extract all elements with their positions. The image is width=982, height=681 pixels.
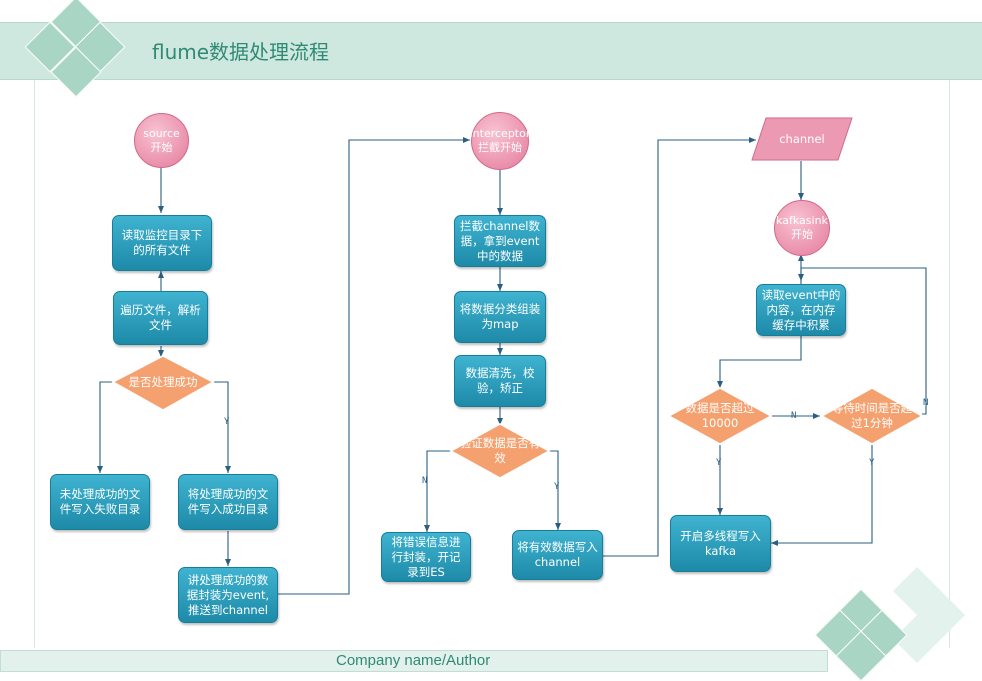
header-band (0, 22, 982, 80)
connector (278, 137, 470, 595)
footer-band (0, 650, 828, 672)
traverse-files-node: 遍历文件，解析文件 (113, 291, 208, 345)
read-event-node: 读取event中的内容，在内存缓存中积累 (756, 284, 846, 336)
page-title: flume数据处理流程 (152, 40, 330, 64)
connector (549, 450, 561, 530)
decision-shape (667, 387, 773, 445)
kafka-write-node: 开启多线程写入kafka (670, 515, 771, 572)
encapsulate-event-node: 讲处理成功的数据封装为event,推送到channel (178, 567, 278, 623)
content-frame (34, 80, 950, 648)
edge-label-yes: Y (869, 458, 875, 468)
count-decision-label: 数据是否超过10000 (685, 401, 755, 430)
intercept-channel-node: 拦截channel数据，拿到event中的数据 (454, 215, 546, 267)
valid-decision-label: 验证数据是否有效 (459, 436, 541, 465)
valid-to-channel-node: 将有效数据写入channel (512, 530, 603, 580)
connector (771, 445, 873, 546)
success-decision-label: 是否处理成功 (128, 374, 198, 389)
source-start-node: source开始 (134, 113, 189, 168)
decision-shape (820, 387, 924, 445)
interceptor-start-node: interceptor拦截开始 (470, 112, 530, 170)
edge-label-yes: Y (224, 417, 230, 427)
success-directory-node: 将处理成功的文件写入成功目录 (178, 474, 278, 530)
edge-label-no: N (791, 411, 797, 421)
time-decision-label: 等待时间是否超过1分钟 (831, 401, 913, 430)
edge-label-no: N (422, 476, 428, 486)
footer-author: Company name/Author (336, 652, 491, 669)
connector (213, 381, 231, 473)
decision-shape (449, 423, 551, 479)
classify-map-node: 将数据分类组装为map (454, 291, 546, 343)
edge-label-yes: Y (554, 482, 560, 492)
fail-directory-node: 未处理成功的文件写入失败目录 (50, 474, 150, 530)
edge-label-yes: Y (716, 458, 722, 468)
error-to-es-node: 将错误信息进行封装，开记录到ES (381, 532, 471, 582)
edge-label-no: N (923, 398, 929, 408)
read-directory-node: 读取监控目录下的所有文件 (112, 215, 212, 271)
clean-validate-node: 数据清洗，校验，矫正 (454, 355, 546, 407)
kafkasink-start-node: kafkasink开始 (774, 200, 830, 256)
connector (798, 267, 927, 415)
connector (424, 450, 451, 532)
connector (97, 381, 113, 473)
connector (603, 137, 756, 557)
decision-shape (111, 355, 215, 411)
connector (717, 335, 802, 388)
channel-node: channel (779, 131, 825, 146)
channel-shape (751, 117, 853, 161)
